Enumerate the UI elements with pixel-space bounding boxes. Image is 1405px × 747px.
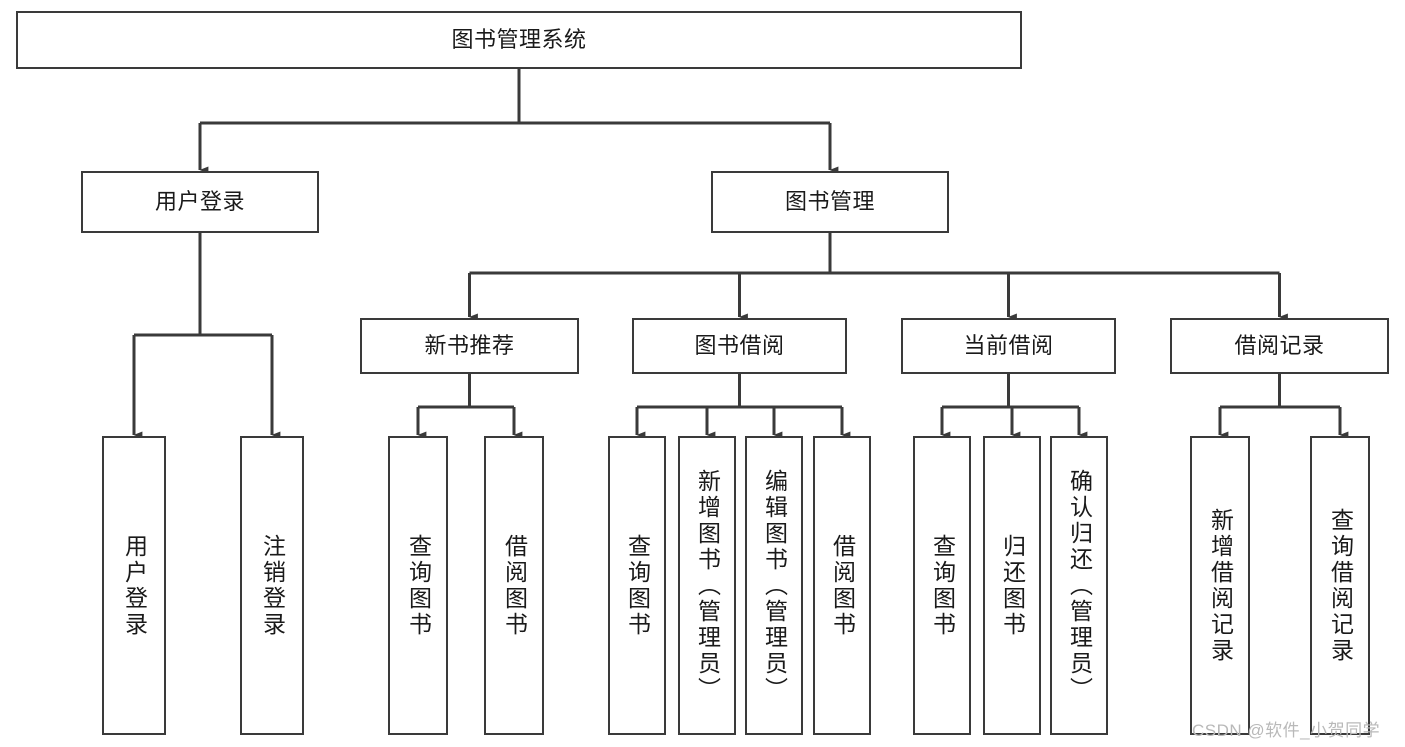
node-l2_1[interactable]: 图书借阅 (632, 318, 847, 374)
node-label: 新增借阅记录 (1207, 507, 1234, 664)
node-label: 图书借阅 (694, 333, 785, 359)
node-leaf_9[interactable]: 归还图书 (983, 436, 1041, 735)
csdn-watermark: CSDN @软件_小贺同学 (1192, 721, 1381, 740)
node-label: 新书推荐 (424, 333, 515, 359)
node-leaf_10[interactable]: 确认归还（管理员） (1050, 436, 1108, 735)
node-leaf_0[interactable]: 用户登录 (102, 436, 166, 735)
node-label: 查询图书 (929, 533, 956, 638)
node-leaf_6[interactable]: 编辑图书（管理员） (745, 436, 803, 735)
node-leaf_11[interactable]: 新增借阅记录 (1190, 436, 1250, 735)
node-label: 借阅图书 (829, 533, 856, 638)
node-label: 图书管理系统 (451, 27, 587, 53)
node-label: 新增图书（管理员） (694, 468, 721, 703)
node-label: 注销登录 (259, 533, 286, 638)
node-label: 借阅记录 (1234, 333, 1325, 359)
node-label: 图书管理 (784, 189, 875, 215)
node-label: 借阅图书 (501, 533, 528, 638)
node-root[interactable]: 图书管理系统 (16, 11, 1022, 69)
node-label: 确认归还（管理员） (1066, 468, 1093, 703)
node-label: 查询借阅记录 (1327, 507, 1354, 664)
node-leaf_4[interactable]: 查询图书 (608, 436, 666, 735)
node-label: 用户登录 (121, 533, 148, 638)
node-l2_0[interactable]: 新书推荐 (360, 318, 579, 374)
node-label: 归还图书 (999, 533, 1026, 638)
node-leaf_1[interactable]: 注销登录 (240, 436, 304, 735)
node-label: 查询图书 (624, 533, 651, 638)
node-label: 编辑图书（管理员） (761, 468, 788, 703)
node-leaf_2[interactable]: 查询图书 (388, 436, 448, 735)
node-label: 当前借阅 (963, 333, 1054, 359)
node-label: 查询图书 (405, 533, 432, 638)
node-l1_0[interactable]: 用户登录 (81, 171, 319, 233)
node-l1_1[interactable]: 图书管理 (711, 171, 949, 233)
node-leaf_3[interactable]: 借阅图书 (484, 436, 544, 735)
node-l2_3[interactable]: 借阅记录 (1170, 318, 1389, 374)
node-leaf_5[interactable]: 新增图书（管理员） (678, 436, 736, 735)
node-leaf_7[interactable]: 借阅图书 (813, 436, 871, 735)
node-leaf_12[interactable]: 查询借阅记录 (1310, 436, 1370, 735)
node-label: 用户登录 (154, 189, 245, 215)
node-l2_2[interactable]: 当前借阅 (901, 318, 1116, 374)
node-leaf_8[interactable]: 查询图书 (913, 436, 971, 735)
